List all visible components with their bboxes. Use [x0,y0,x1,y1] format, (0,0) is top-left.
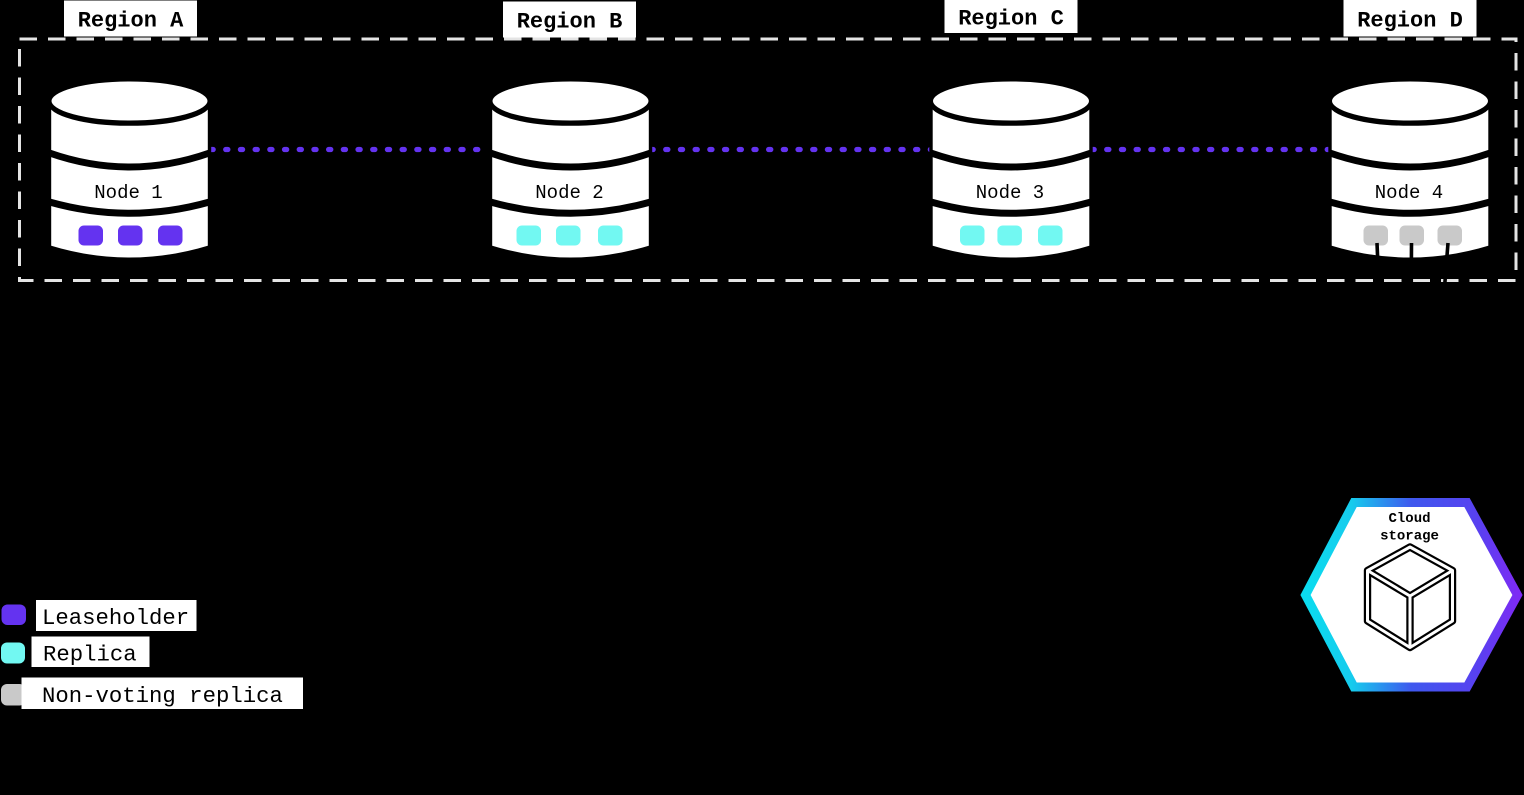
svg-text:Node 4: Node 4 [1375,182,1443,204]
svg-text:Region B: Region B [517,10,623,35]
svg-text:Cloud: Cloud [1388,511,1430,527]
svg-text:Non-voting replica: Non-voting replica [42,683,283,709]
svg-text:Region C: Region C [958,7,1064,32]
svg-text:Node 3: Node 3 [976,182,1044,204]
svg-text:Node 1: Node 1 [94,182,162,204]
svg-text:Node 2: Node 2 [535,182,603,204]
svg-text:Region A: Region A [78,9,184,34]
svg-text:Replica: Replica [43,641,137,667]
svg-text:Leaseholder: Leaseholder [42,605,189,631]
svg-text:storage: storage [1380,529,1439,545]
svg-text:Region D: Region D [1357,8,1463,33]
